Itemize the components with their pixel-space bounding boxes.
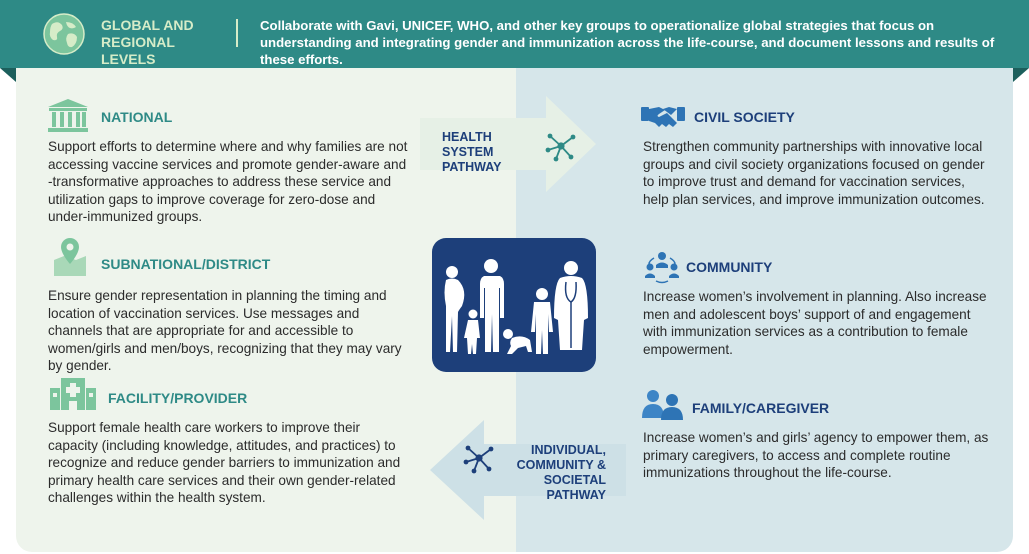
banner-title: GLOBAL AND REGIONAL LEVELS [101, 17, 194, 67]
banner-fold-right [1013, 68, 1029, 82]
family-caregiver-text: Increase women’s and girls’ agency to em… [643, 430, 989, 480]
facility-text: Support female health care workers to im… [48, 420, 401, 505]
globe-icon [43, 13, 85, 55]
handshake-icon [641, 107, 685, 127]
community-group-icon [645, 252, 679, 284]
community-text: Increase women’s involvement in planning… [643, 289, 987, 357]
network-icon [545, 133, 576, 162]
national-text: Support efforts to determine where and w… [48, 139, 408, 224]
subnational-title: SUBNATIONAL/DISTRICT [101, 256, 271, 272]
civil-society-text: Strengthen community partnerships with i… [643, 139, 985, 207]
individual-pathway-arrow [430, 420, 626, 520]
map-pin-icon [54, 238, 86, 276]
header-banner [0, 0, 1029, 68]
banner-text: Collaborate with Gavi, UNICEF, WHO, and … [260, 18, 995, 67]
health-facility-icon [50, 378, 96, 410]
health-system-pathway-label: HEALTH SYSTEM PATHWAY [442, 130, 502, 174]
facility-title: FACILITY/PROVIDER [108, 390, 248, 406]
health-system-pathway-arrow [420, 96, 596, 192]
civil-society-title: CIVIL SOCIETY [694, 109, 795, 125]
family-icon [642, 390, 683, 420]
network-icon-2 [463, 445, 494, 474]
individual-pathway-label: INDIVIDUAL, COMMUNITY & SOCIETAL PATHWAY [516, 443, 606, 502]
government-building-icon [48, 99, 88, 132]
banner-fold-left [0, 68, 16, 82]
family-caregiver-title: FAMILY/CAREGIVER [692, 400, 830, 416]
family-silhouette-image [432, 238, 596, 372]
subnational-text: Ensure gender representation in planning… [48, 288, 402, 373]
community-title: COMMUNITY [686, 259, 773, 275]
banner-divider [236, 19, 238, 47]
national-title: NATIONAL [101, 109, 173, 125]
